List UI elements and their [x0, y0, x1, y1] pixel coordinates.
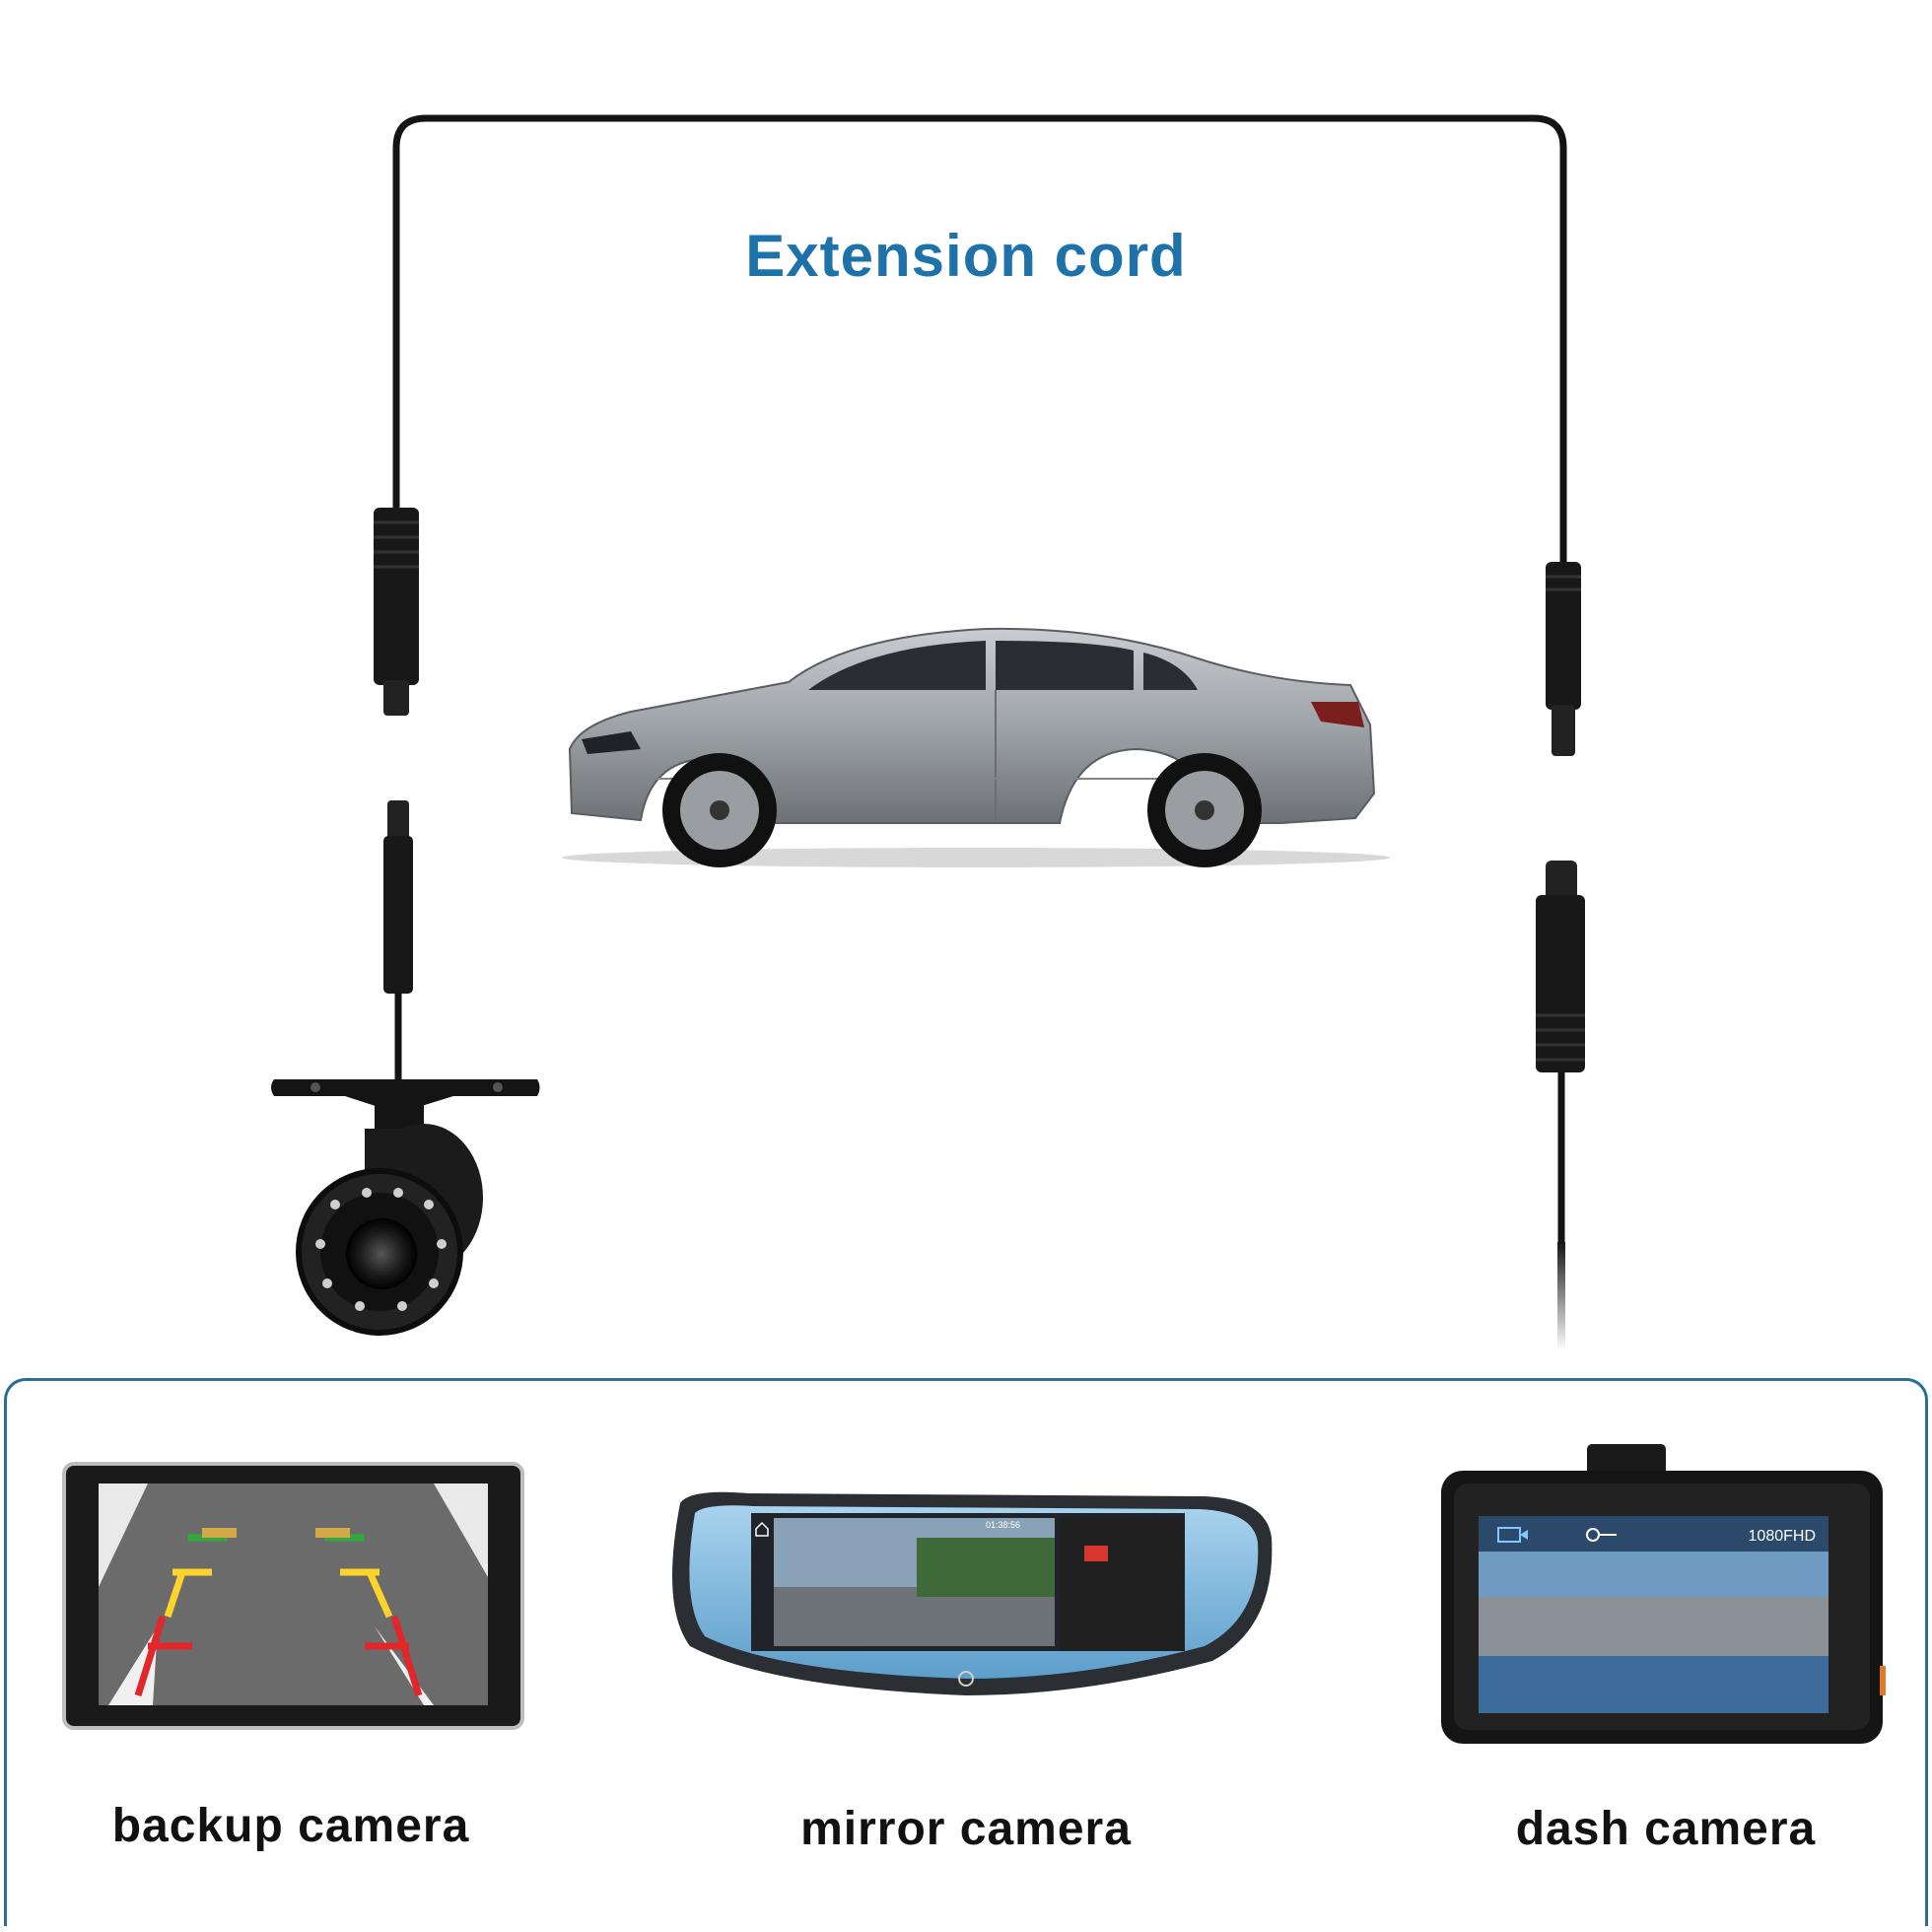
extension-cord — [374, 114, 1581, 756]
dash-camera: 1080FHD — [1441, 1444, 1886, 1744]
backup-camera-label: backup camera — [111, 1800, 470, 1852]
dash-resolution: 1080FHD — [1749, 1528, 1816, 1545]
right-cord-connector — [1546, 562, 1581, 756]
mirror-clock: 01:38:56 — [986, 1520, 1020, 1530]
device-cable — [1536, 861, 1585, 1350]
mirror-camera: 01:38:56 — [672, 1491, 1273, 1695]
backup-camera — [271, 1079, 540, 1336]
power-icon — [958, 1671, 974, 1687]
backup-camera-cable — [383, 800, 413, 1084]
backup-monitor — [62, 1462, 524, 1730]
home-icon — [755, 1521, 769, 1537]
car — [562, 627, 1390, 867]
mirror-camera-label: mirror camera — [800, 1803, 1132, 1855]
extension-cord-title: Extension cord — [745, 223, 1187, 289]
video-icon — [1497, 1527, 1528, 1543]
dash-camera-label: dash camera — [1515, 1803, 1817, 1855]
compatible-devices-panel — [4, 1378, 1928, 1926]
key-icon — [1586, 1528, 1617, 1542]
camera-lens-icon — [346, 1218, 417, 1289]
car-rear-wheel — [1147, 753, 1262, 867]
left-cord-connector — [374, 508, 419, 716]
car-front-wheel — [662, 753, 777, 867]
